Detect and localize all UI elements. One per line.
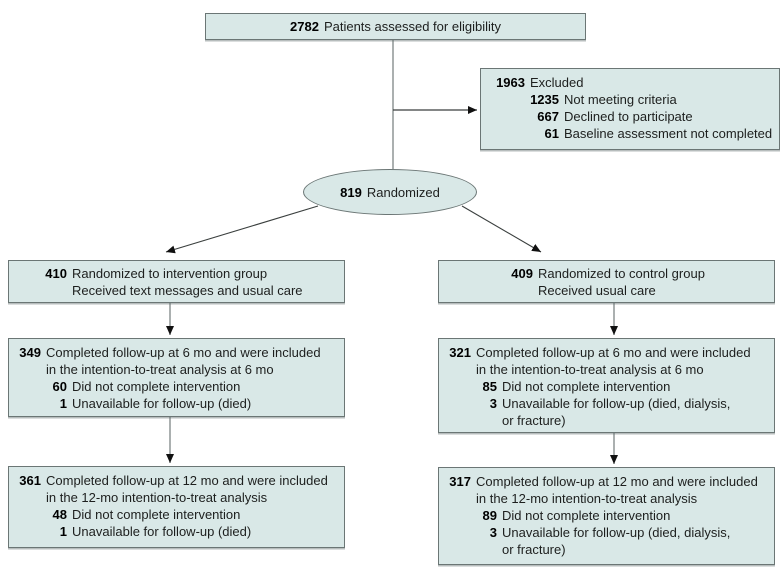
count: 317 [449,474,471,489]
flow-line: 409 Randomized to control group Received… [503,265,774,299]
excluded-box: 1963 Excluded 1235 Not meeting criteria … [480,68,780,150]
reason-label: Declined to participate [564,109,693,124]
control-12mo-box: 317 Completed follow-up at 12 mo and wer… [438,467,775,565]
count: 361 [19,473,41,488]
flow-line: 2782 Patients assessed for eligibility [206,14,585,39]
excluded-count: 1963 [496,75,525,90]
label: Unavailable for follow-up (died, dialysi… [502,396,731,428]
count: 60 [52,379,67,394]
count: 3 [489,525,497,540]
excluded-reason-line: 61 Baseline assessment not completed [489,125,775,142]
count: 349 [19,345,41,360]
label: Did not complete intervention [72,379,241,394]
connector-randomized-to-control [461,205,542,253]
excluded-label: Excluded [530,75,584,90]
flow-line: 1 Unavailable for follow-up (died) [15,395,340,412]
randomized-count: 819 [340,184,362,200]
label: Completed follow-up at 6 mo and were inc… [46,345,321,377]
control-assignment-box: 409 Randomized to control group Received… [438,260,775,303]
count: 1 [59,396,67,411]
reason-count: 61 [544,126,559,141]
count: 321 [449,345,471,360]
flow-line: 321 Completed follow-up at 6 mo and were… [445,344,770,378]
randomized-label: Randomized [366,184,440,200]
count: 1 [59,524,67,539]
count: 89 [482,508,497,523]
excluded-reason-line: 667 Declined to participate [489,108,775,125]
label: Unavailable for follow-up (died, dialysi… [502,525,731,557]
flow-line: 1 Unavailable for follow-up (died) [15,523,340,540]
eligibility-box: 2782 Patients assessed for eligibility [205,13,586,40]
flow-line: 819 Randomized [340,184,440,201]
control-count: 409 [511,265,533,281]
excluded-reason-line: 1235 Not meeting criteria [489,91,775,108]
flow-line: 317 Completed follow-up at 12 mo and wer… [445,473,770,507]
intervention-count: 410 [45,265,67,281]
flow-line: 3 Unavailable for follow-up (died, dialy… [445,524,770,558]
flow-line: 3 Unavailable for follow-up (died, dialy… [445,395,770,429]
label: Completed follow-up at 12 mo and were in… [46,473,328,505]
connector-randomized-to-intervention [165,205,319,254]
excluded-line: 1963 Excluded [489,74,775,91]
flow-line: 361 Completed follow-up at 12 mo and wer… [15,472,340,506]
label: Did not complete intervention [502,508,671,523]
label: Did not complete intervention [502,379,671,394]
label: Completed follow-up at 6 mo and were inc… [476,345,751,377]
flow-line: 85 Did not complete intervention [445,378,770,395]
intervention-12mo-box: 361 Completed follow-up at 12 mo and wer… [8,466,345,548]
label: Unavailable for follow-up (died) [72,396,252,411]
count: 48 [52,507,67,522]
flow-line: 410 Randomized to intervention group Rec… [37,265,344,299]
count: 3 [489,396,497,411]
eligibility-label: Patients assessed for eligibility [323,19,501,34]
reason-label: Baseline assessment not completed [564,126,773,141]
reason-count: 1235 [530,92,559,107]
eligibility-count: 2782 [290,19,319,34]
control-6mo-box: 321 Completed follow-up at 6 mo and were… [438,338,775,433]
flow-line: 60 Did not complete intervention [15,378,340,395]
reason-count: 667 [537,109,559,124]
flow-line: 89 Did not complete intervention [445,507,770,524]
control-label: Randomized to control group Received usu… [538,265,705,298]
reason-label: Not meeting criteria [564,92,677,107]
intervention-label: Randomized to intervention group Receive… [72,265,303,298]
randomized-ellipse: 819 Randomized [303,169,477,215]
label: Did not complete intervention [72,507,241,522]
intervention-6mo-box: 349 Completed follow-up at 6 mo and were… [8,338,345,417]
flow-line: 48 Did not complete intervention [15,506,340,523]
count: 85 [482,379,497,394]
flow-line: 349 Completed follow-up at 6 mo and were… [15,344,340,378]
label: Completed follow-up at 12 mo and were in… [476,474,758,506]
label: Unavailable for follow-up (died) [72,524,252,539]
intervention-assignment-box: 410 Randomized to intervention group Rec… [8,260,345,303]
